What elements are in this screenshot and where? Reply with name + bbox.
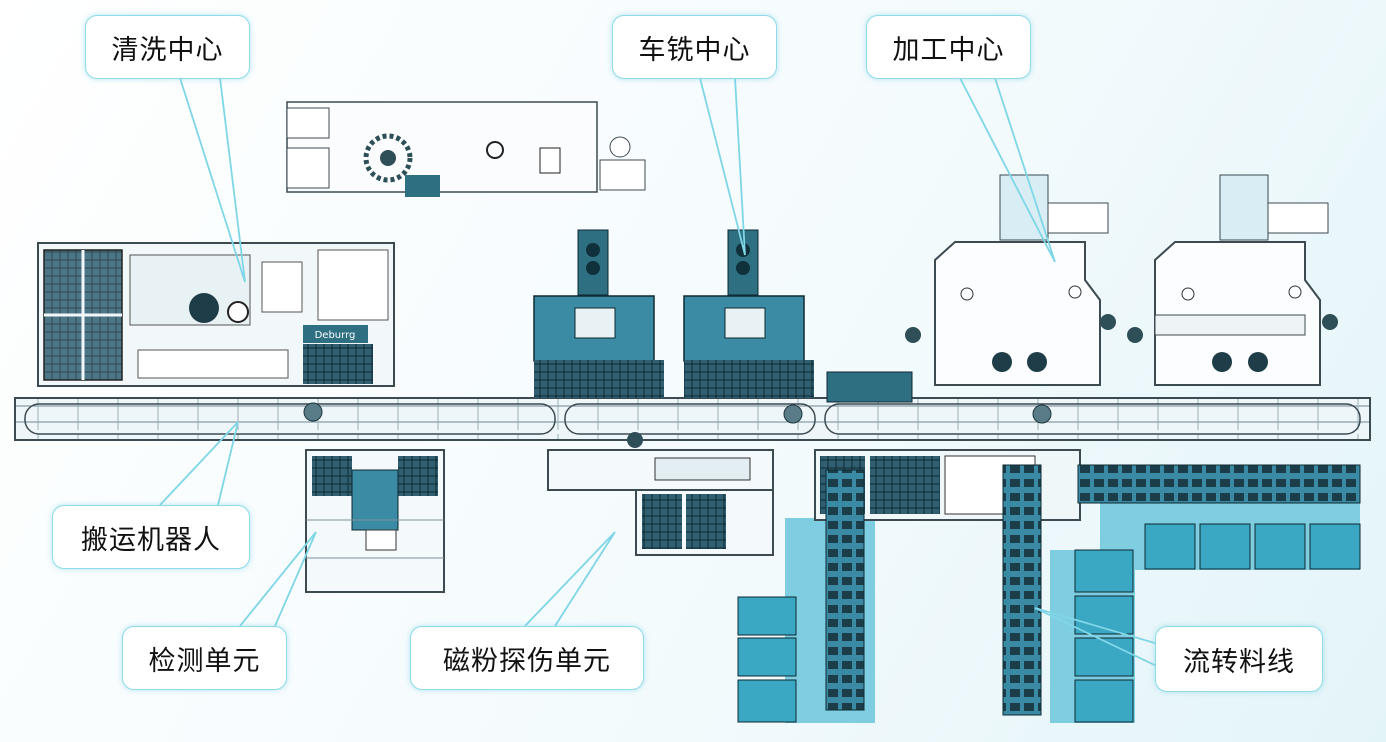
robot-carriage	[303, 402, 1052, 424]
machining-center-1	[905, 174, 1116, 386]
turn-mill-center-1	[533, 229, 664, 398]
label-cleaning-center: 清洗中心	[85, 15, 250, 79]
deburring-sign: Deburrg	[315, 330, 356, 341]
magnetic-inspection-machine	[547, 432, 774, 556]
overhead-loader	[286, 101, 646, 197]
label-inspection-unit: 检测单元	[122, 626, 287, 690]
label-magnetic-inspection-unit: 磁粉探伤单元	[410, 626, 644, 690]
inspection-unit-machine	[305, 449, 445, 593]
label-turn-mill-center: 车铣中心	[612, 15, 777, 79]
label-handling-robot: 搬运机器人	[52, 505, 250, 569]
machining-center-2	[1127, 174, 1338, 386]
label-machining-center: 加工中心	[866, 15, 1031, 79]
label-transfer-line: 流转料线	[1155, 626, 1323, 692]
turn-mill-center-2	[683, 229, 913, 403]
cleaning-center-machine: Deburrg	[37, 242, 395, 387]
transfer-line-machine	[737, 449, 1361, 723]
robot-track	[14, 397, 1371, 441]
leader-lines	[159, 77, 1166, 671]
